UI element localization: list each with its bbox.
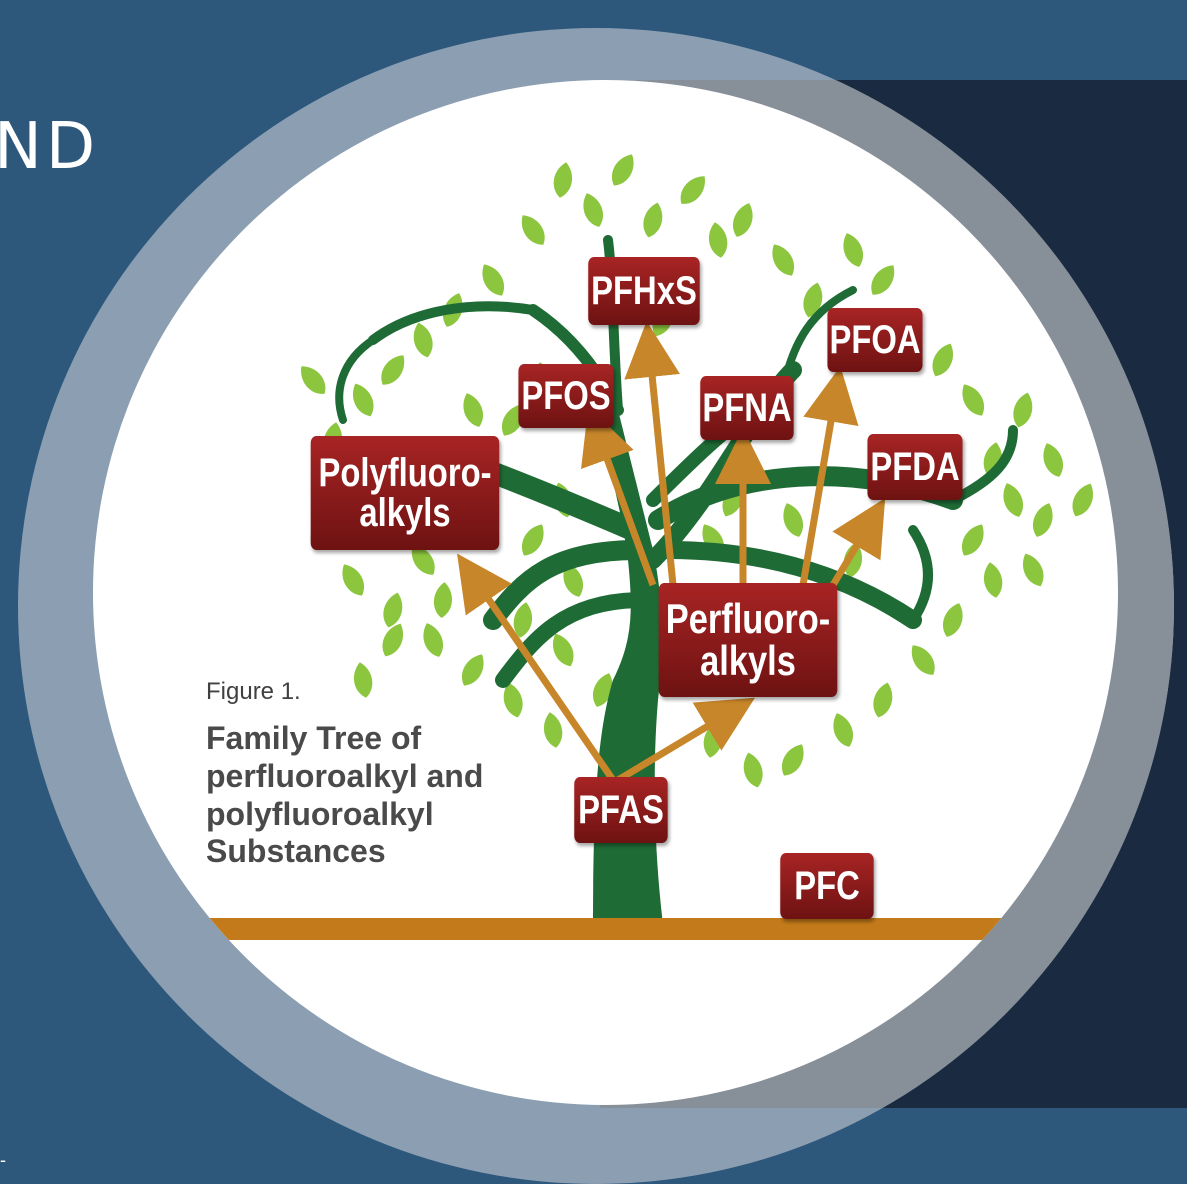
node-pfas: PFAS (574, 777, 668, 843)
leaf (869, 680, 897, 720)
leaf (1028, 500, 1058, 540)
leaf (578, 190, 608, 230)
leaf (1067, 479, 1099, 521)
node-pfc: PFC (780, 853, 874, 919)
figure-title: Family Tree of perfluoroalkyl and polyfl… (206, 720, 484, 870)
figure-disc: PFHxS PFOA PFOS PFNA PFDA Polyfluoro-alk… (93, 80, 1118, 1105)
leaf (998, 480, 1028, 520)
ground-line (93, 918, 1118, 940)
leaf (294, 360, 332, 400)
figure-number: Figure 1. (206, 678, 301, 705)
family-tree-diagram (93, 149, 1118, 940)
leaf (351, 660, 375, 700)
leaf (516, 519, 550, 561)
node-polyfluoroalkyls: Polyfluoro-alkyls (310, 436, 500, 550)
leaf (336, 559, 370, 601)
node-pfoa: PFOA (827, 308, 923, 372)
node-perfluoroalkyls: Perfluoro-alkyls (658, 583, 838, 697)
leaf (418, 620, 448, 660)
node-pfos: PFOS (518, 364, 614, 428)
leaf (347, 379, 379, 421)
leaf (938, 600, 968, 640)
node-pfna: PFNA (700, 376, 794, 440)
leaf (674, 170, 712, 210)
leaf (377, 619, 409, 661)
leaf (828, 710, 858, 750)
leaf (956, 379, 990, 421)
leaf (375, 350, 411, 390)
leaf (409, 320, 437, 360)
leaf (1038, 440, 1068, 480)
leaf (981, 560, 1005, 600)
corner-mark: - (0, 1150, 6, 1170)
node-pfhxs: PFHxS (588, 257, 700, 325)
leaf (379, 590, 407, 630)
hierarchy-arrows (457, 321, 886, 784)
leaf (476, 259, 510, 301)
leaf (706, 220, 730, 260)
leaf (778, 500, 808, 540)
leaf (458, 390, 488, 430)
leaf (739, 750, 767, 790)
leaf (456, 649, 490, 691)
leaf (905, 640, 941, 680)
leaf (551, 160, 575, 200)
leaf (766, 239, 800, 281)
leaf (956, 519, 990, 561)
leaf (639, 200, 667, 240)
leaf (606, 149, 640, 191)
slide-heading-fragment: ND (0, 110, 100, 184)
leaf (1009, 390, 1037, 430)
leaf (1017, 549, 1049, 591)
leaf (432, 581, 454, 619)
tree-trunk (593, 410, 663, 925)
node-pfda: PFDA (867, 434, 963, 500)
leaf (865, 260, 901, 300)
leaf (838, 230, 868, 270)
leaf (728, 200, 758, 240)
leaf (776, 739, 810, 781)
leaf (927, 339, 959, 381)
leaf (515, 210, 551, 250)
